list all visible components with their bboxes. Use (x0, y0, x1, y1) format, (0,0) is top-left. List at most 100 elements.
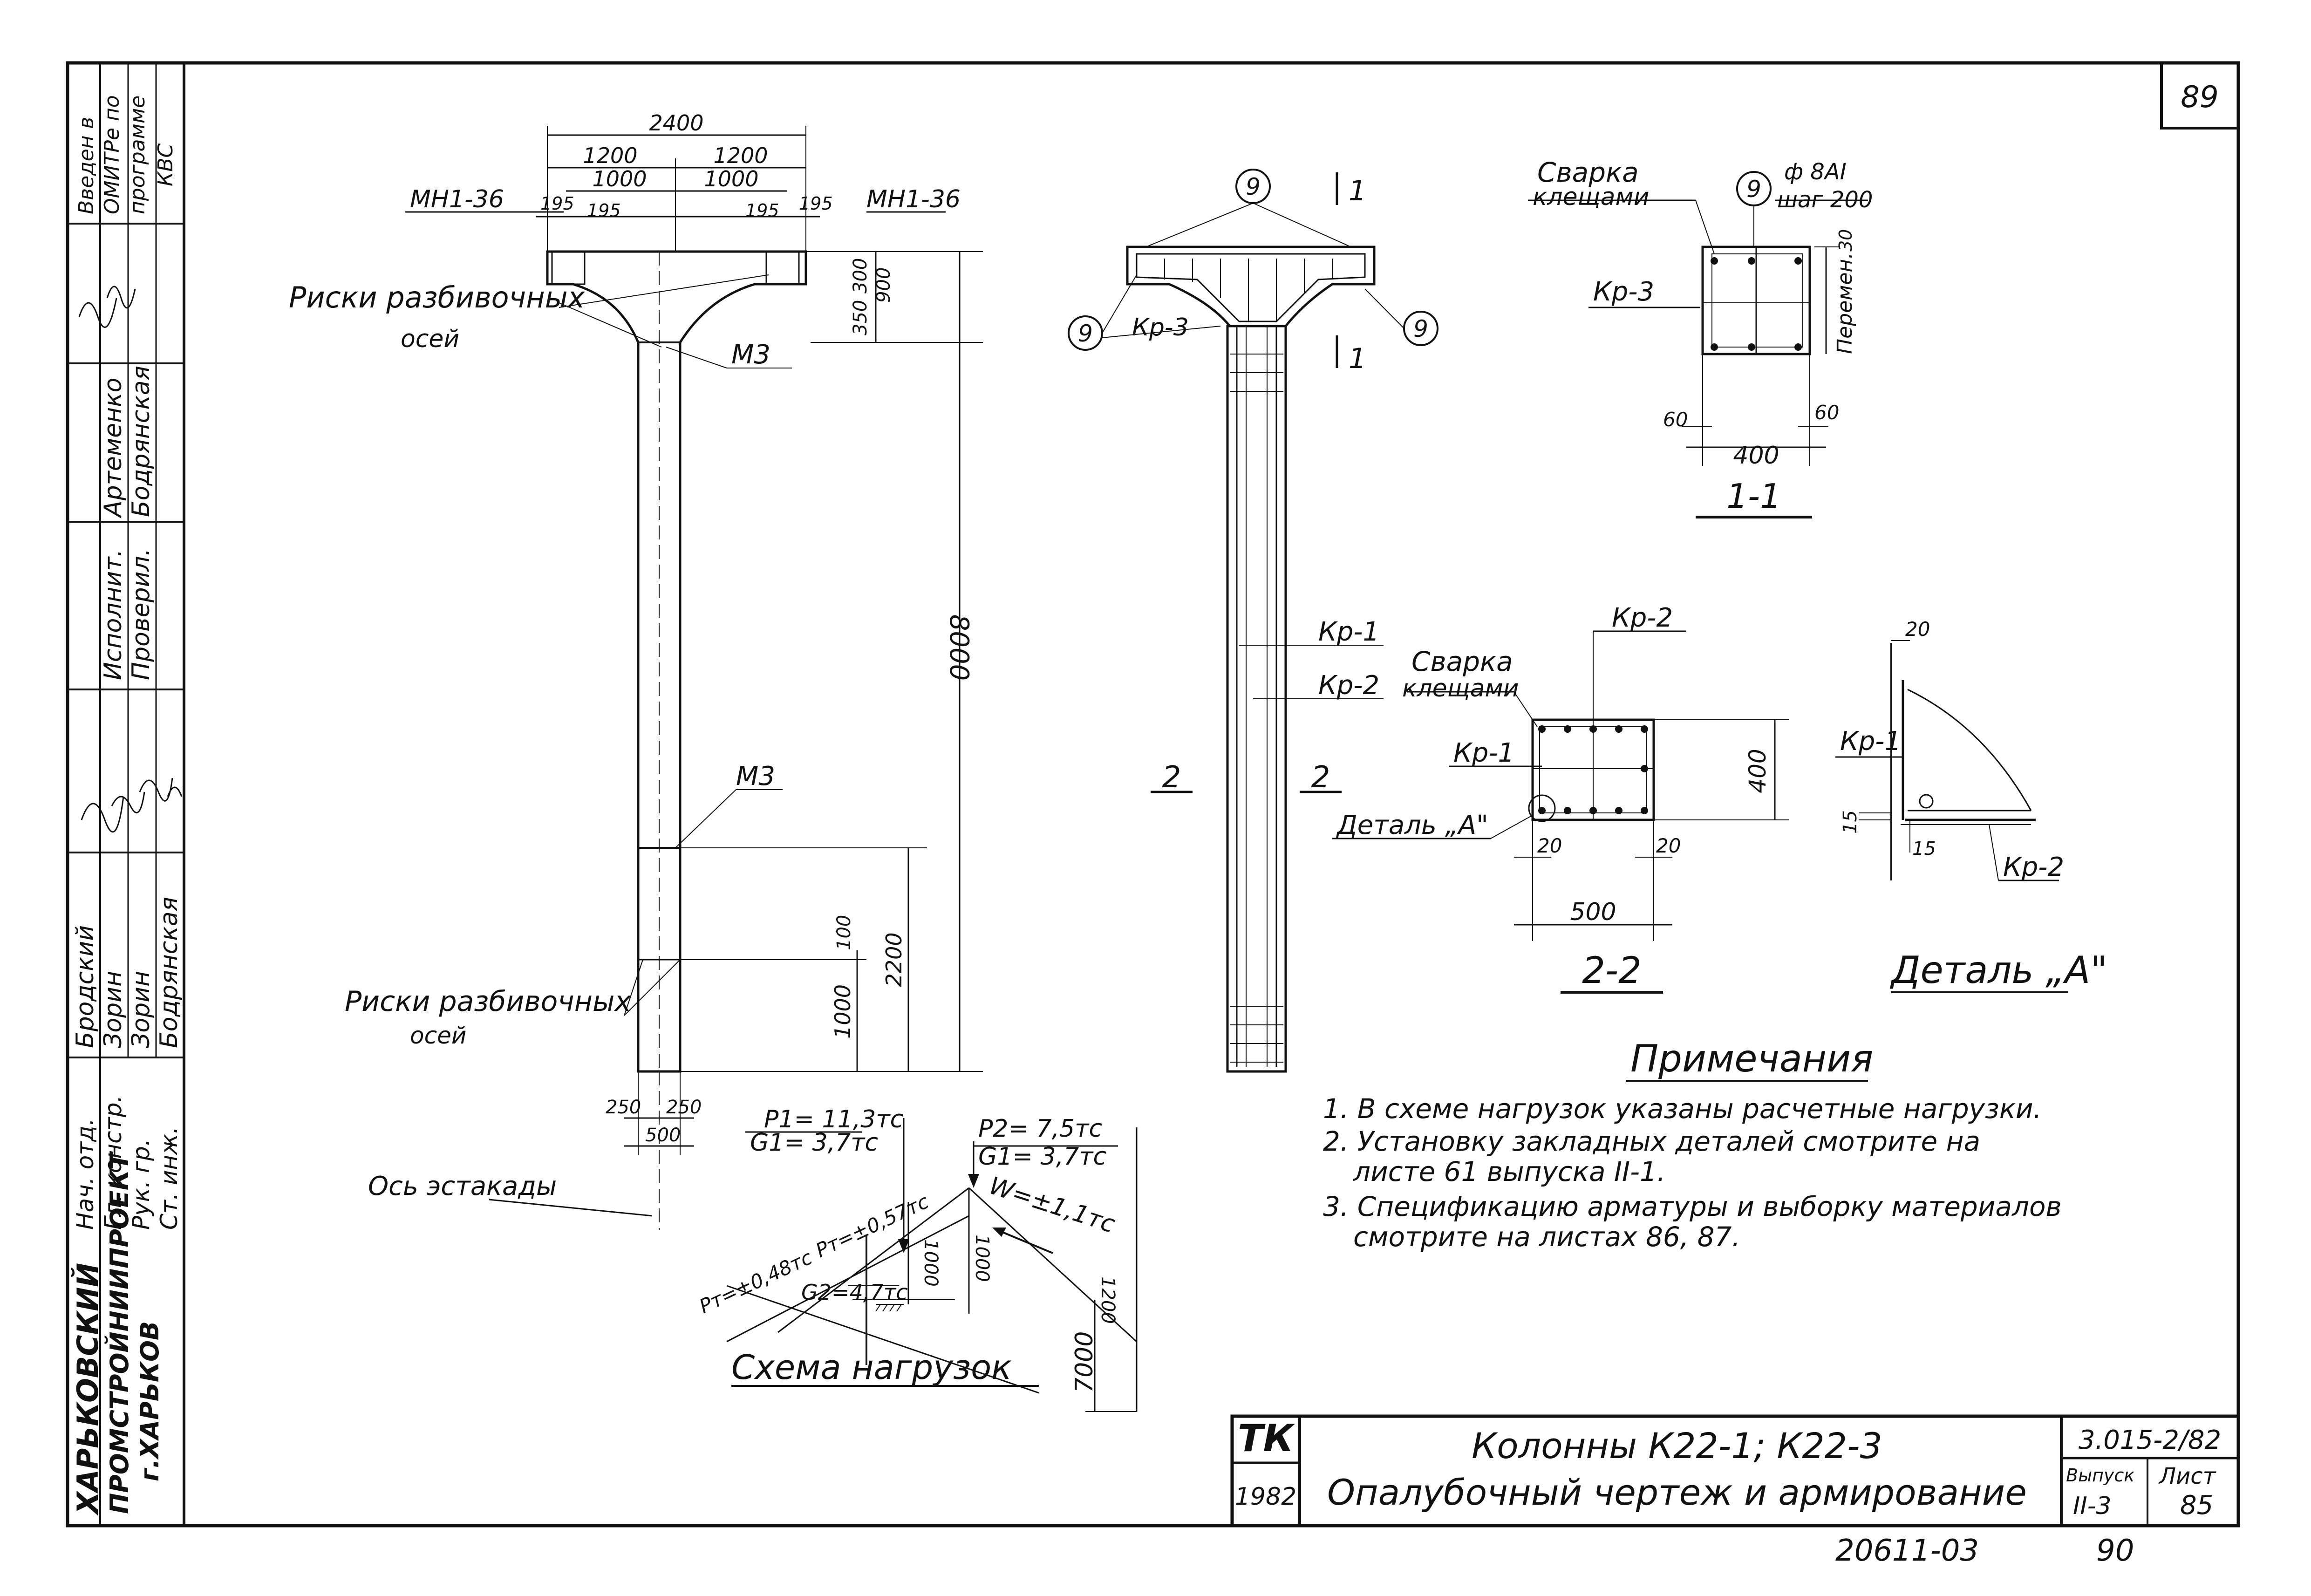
dim-total-width: 2400 (649, 110, 703, 136)
org-line-2: ПРОМСТРОЙНИИПРОЕКТ (105, 1151, 134, 1514)
s11-cage: Кр-3 (1593, 277, 1654, 307)
note-1: 1. В схеме нагрузок указаны расчетные на… (1323, 1093, 2042, 1125)
s22-detail-ref: Деталь „А" (1336, 810, 1488, 840)
sign-name-1: Бродский (71, 925, 99, 1048)
s11-bar-spec-2: шаг 200 (1777, 187, 1873, 213)
sign-name-3: Зорин (127, 971, 155, 1048)
tb-sheet-value: 85 (2180, 1490, 2213, 1521)
dim-half-right: 1200 (713, 143, 768, 168)
rv-kr1-label: Кр-1 (1318, 617, 1379, 647)
lower-dim-2200: 2200 (881, 932, 907, 987)
rv-kr2-label: Кр-2 (1318, 670, 1379, 701)
rv-cut-1-top: 1 (1349, 175, 1366, 207)
note-3: листе 61 выпуска II-1. (1353, 1156, 1665, 1187)
embedded-label-right: МН1-36 (866, 185, 961, 213)
s22-kr2: Кр-2 (1612, 603, 1673, 633)
rv-callout-top: 9 (1246, 173, 1261, 200)
position-1: Нач. отд. (72, 1118, 99, 1230)
marks-label-top-1: Риски разбивочных (289, 280, 586, 314)
section-2-2 (1332, 630, 1789, 994)
s11-bar-spec-1: ф 8АI (1784, 159, 1847, 185)
head-dim-300: 300 (850, 258, 871, 293)
base-dim-total: 500 (645, 1125, 681, 1146)
dim-edge-2: 195 (587, 200, 621, 221)
tb-doc-code: 3.015-2/82 (2079, 1425, 2221, 1455)
base-dim-right: 250 (666, 1097, 702, 1118)
s22-kr1: Кр-1 (1453, 738, 1514, 768)
s22-dim-edge-left: 20 (1537, 834, 1562, 857)
da-kr2: Кр-2 (2003, 852, 2064, 882)
signature-names: Бродский Зорин Зорин Бодрянская (71, 897, 183, 1048)
s11-width: 400 (1733, 442, 1779, 470)
ls-pt1: Pт=±0,48тс (696, 1246, 816, 1318)
ls-p1: P1= 11,3тс (764, 1105, 903, 1133)
s11-dim-top: 30 (1835, 229, 1856, 252)
ls-d2: 1000 (971, 1235, 993, 1282)
dim-edge-4: 195 (799, 193, 833, 214)
ls-d1: 1000 (920, 1239, 941, 1287)
position-2: Гл. констр. (100, 1095, 127, 1230)
role-name-1: Артеменко (99, 378, 127, 518)
tb-sheet-label: Лист (2158, 1463, 2217, 1489)
s11-title: 1-1 (1726, 477, 1781, 516)
s11-dim-edge-left: 60 (1663, 408, 1688, 431)
rv-cut-1-bottom: 1 (1349, 342, 1366, 375)
ls-d3: 1200 (1097, 1276, 1118, 1324)
notes-title: Примечания (1630, 1037, 1873, 1080)
dim-inner-left: 1000 (592, 166, 647, 191)
da-kr1: Кр-1 (1840, 726, 1901, 757)
axis-label: Ось эстакады (368, 1171, 557, 1201)
approval-stamp: Введен в ОМИТРе по программе КВС (75, 95, 177, 214)
stamp-line-2: ОМИТРе по (100, 95, 124, 214)
tb-issue-value: II-3 (2073, 1492, 2112, 1520)
da-dim-top: 20 (1905, 618, 1930, 641)
ls-pt2: Pт=±0,57тс (812, 1190, 932, 1262)
role-checker: Проверил. (127, 548, 155, 680)
rv-callout-right: 9 (1413, 315, 1428, 342)
mz-label-top: М3 (731, 340, 770, 370)
ls-title: Схема нагрузок (731, 1348, 1012, 1387)
rv-callout-left: 9 (1078, 320, 1093, 347)
role-name-2: Бодрянская (127, 366, 155, 517)
s11-callout: 9 (1746, 176, 1761, 203)
signature-positions: Нач. отд. Гл. констр. Рук. гр. Ст. инж. (72, 1095, 183, 1230)
sheet-frame (66, 61, 2240, 1528)
side-strip (68, 63, 184, 1526)
dim-inner-right: 1000 (704, 166, 758, 191)
organization: ХАРЬКОВСКИЙ ПРОМСТРОЙНИИПРОЕКТ г.ХАРЬКОВ (71, 1151, 164, 1516)
ls-p2: P2= 7,5тс (978, 1115, 1102, 1143)
ls-g1a: G1= 3,7тс (750, 1129, 878, 1157)
mz-label-bottom: М3 (736, 761, 775, 791)
marks-label-top-2: осей (401, 325, 459, 353)
ls-g1b: G1= 3,7тс (978, 1143, 1106, 1171)
stamp-line-3: программе (126, 95, 150, 214)
s11-weld-2: клещами (1533, 183, 1650, 211)
s22-title: 2-2 (1582, 950, 1641, 992)
dim-edge-1: 195 (540, 193, 574, 214)
bottom-page: 90 (2096, 1534, 2134, 1568)
ls-h: 7000 (1070, 1331, 1098, 1393)
tb-year: 1982 (1235, 1483, 1296, 1511)
position-3: Рук. гр. (128, 1139, 155, 1230)
da-dim-15-left: 15 (1840, 810, 1861, 834)
head-dim-900: 900 (873, 267, 894, 303)
embedded-label-left: МН1-36 (410, 185, 504, 213)
note-2: 2. Установку закладных деталей смотрите … (1323, 1125, 1980, 1157)
rv-cage-label: Кр-3 (1132, 314, 1189, 341)
s22-dim-edge-right: 20 (1656, 834, 1681, 857)
stamp-line-4: КВС (154, 143, 177, 186)
detail-a (1835, 640, 2068, 993)
lower-dim-1000: 1000 (830, 984, 855, 1039)
height-total-dim: 8000 (944, 614, 974, 681)
tb-title-2: Опалубочный чертеж и армирование (1327, 1472, 2027, 1513)
tb-badge: ТК (1238, 1417, 1295, 1460)
marks-label-bottom-2: осей (410, 1022, 466, 1049)
s11-dim-edge-right: 60 (1814, 401, 1839, 424)
note-4: 3. Спецификацию арматуры и выборку матер… (1323, 1191, 2062, 1222)
s22-weld-2: клещами (1402, 675, 1519, 703)
rv-cut-2-left: 2 (1162, 760, 1181, 795)
s22-height: 400 (1744, 749, 1771, 793)
load-scheme (726, 1118, 1138, 1412)
base-dim-left: 250 (606, 1097, 641, 1118)
